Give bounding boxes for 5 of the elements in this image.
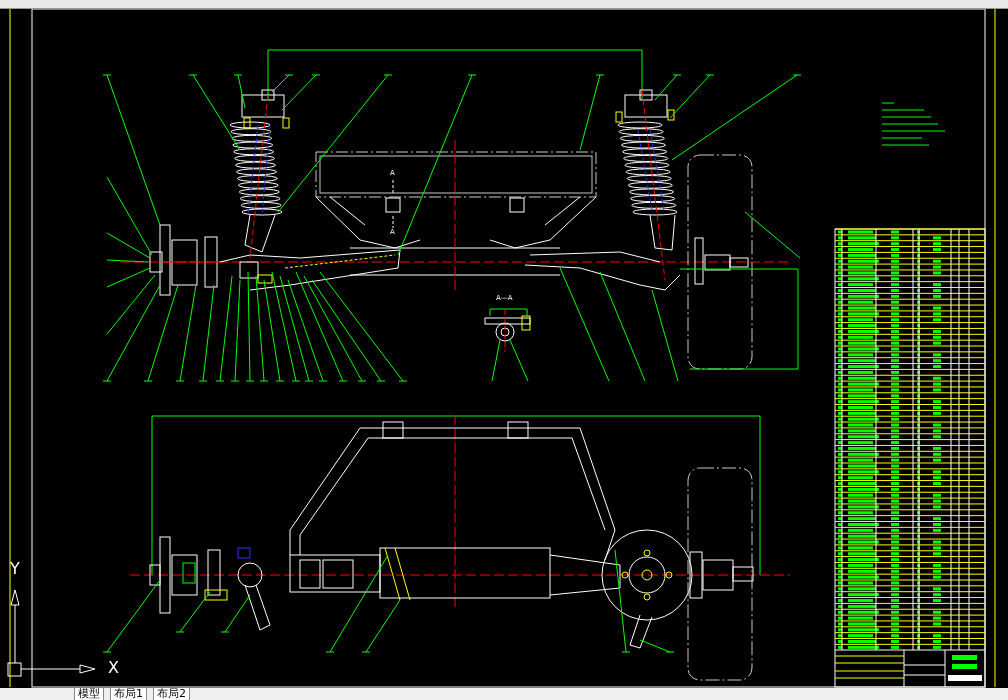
axis-label: X <box>108 660 119 676</box>
tab: 布局1 <box>110 688 147 700</box>
tab: 模型 <box>74 688 104 700</box>
axis-label: Y <box>10 561 20 577</box>
tab: 布局2 <box>153 688 190 700</box>
